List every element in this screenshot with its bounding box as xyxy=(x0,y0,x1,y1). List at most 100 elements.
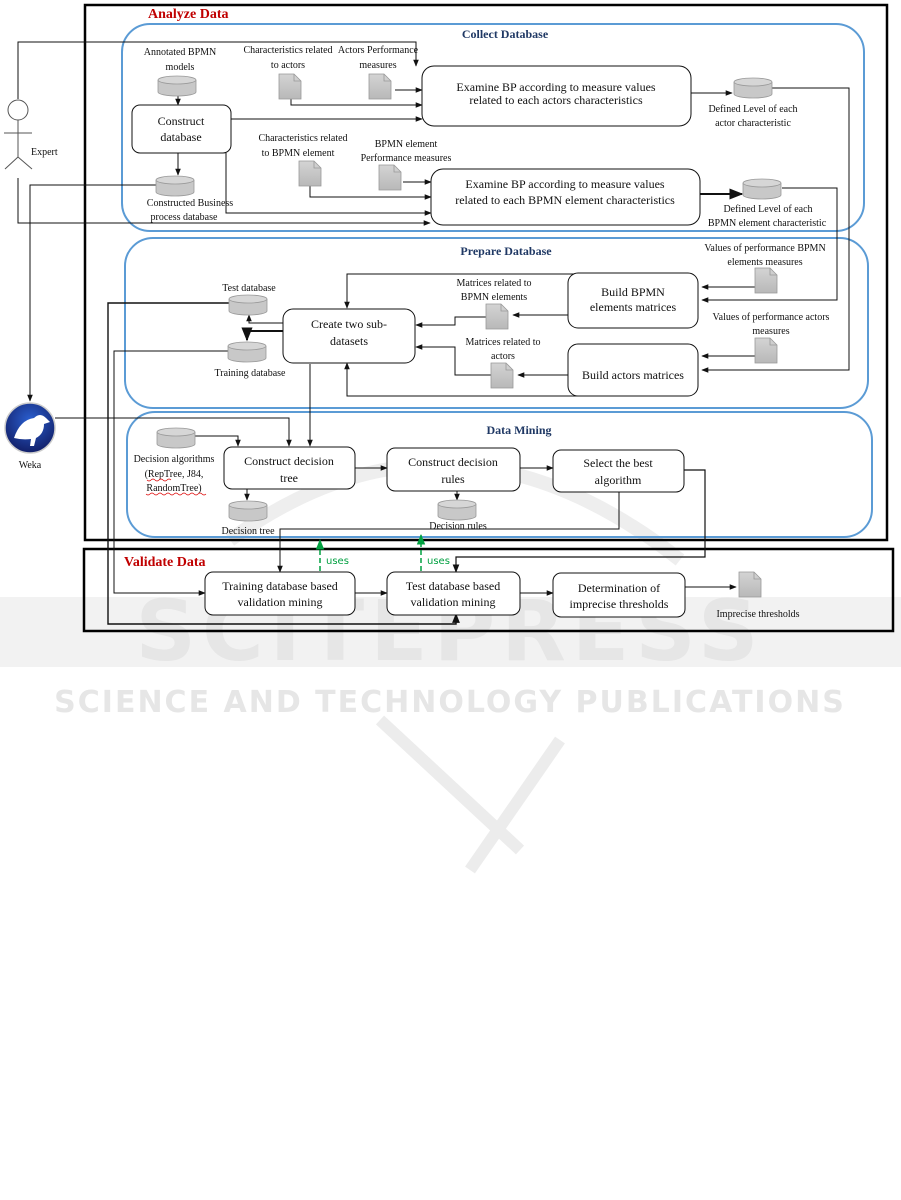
build-actors-matrices-task[interactable]: Build actors matrices xyxy=(567,343,699,397)
database-icon xyxy=(228,500,268,522)
annotated-bpmn-label-2: models xyxy=(166,62,195,73)
bpmn-performance-doc[interactable]: BPMN element Performance measures xyxy=(361,139,452,191)
doc-label: Imprecise thresholds xyxy=(716,609,799,620)
doc-label: BPMN element xyxy=(375,139,438,150)
values-bpmn-doc[interactable]: Values of performance BPMN elements meas… xyxy=(704,243,826,294)
test-database-store[interactable]: Test database xyxy=(222,283,276,316)
construct-database-task[interactable]: Construct database xyxy=(131,104,232,154)
construct-decision-tree-task[interactable]: Construct decision tree xyxy=(223,446,356,490)
task-label: related to each BPMN element characteris… xyxy=(455,193,675,207)
imprecise-thresholds-doc[interactable]: Imprecise thresholds xyxy=(716,571,800,620)
actors-performance-doc[interactable]: Actors Performance measures xyxy=(338,45,419,100)
validate-data-phase xyxy=(82,547,895,633)
database-icon xyxy=(156,427,196,449)
task-label: datasets xyxy=(330,334,368,348)
task-label: elements matrices xyxy=(590,300,677,314)
select-best-algorithm-task[interactable]: Select the best algorithm xyxy=(552,449,685,493)
document-icon xyxy=(485,303,509,330)
task-label: Construct decision xyxy=(408,455,498,469)
create-sub-datasets-task[interactable]: Create two sub- datasets xyxy=(282,308,416,364)
doc-label: Characteristics related xyxy=(258,133,347,144)
task-label: imprecise thresholds xyxy=(570,597,669,611)
watermark-subtitle: SCIENCE AND TECHNOLOGY PUBLICATIONS xyxy=(54,685,846,720)
uses-label: uses xyxy=(326,556,349,567)
task-label: Examine BP according to measure values xyxy=(456,80,655,94)
uses-label: uses xyxy=(427,556,450,567)
task-label: related to each actors characteristics xyxy=(469,93,643,107)
store-label: actor characteristic xyxy=(715,118,791,129)
analyze-data-title: Analyze Data xyxy=(148,7,229,22)
determination-thresholds-task[interactable]: Determination of imprecise thresholds xyxy=(552,572,686,618)
document-icon xyxy=(738,571,762,598)
test-validation-task[interactable]: Test database based validation mining xyxy=(386,571,521,616)
task-label: Training database based xyxy=(222,579,338,593)
expert-actor[interactable]: Expert xyxy=(4,99,58,170)
database-icon xyxy=(155,175,195,197)
doc-label: to actors xyxy=(271,60,305,71)
task-label: Construct decision xyxy=(244,454,334,468)
prepare-database-title: Prepare Database xyxy=(460,244,552,258)
doc-label: BPMN elements xyxy=(461,292,527,303)
construct-decision-rules-task[interactable]: Construct decision rules xyxy=(386,447,521,492)
doc-label: measures xyxy=(752,326,789,337)
document-icon xyxy=(378,164,402,191)
database-icon xyxy=(733,77,773,99)
defined-actor-level-store[interactable]: Defined Level of each actor characterist… xyxy=(708,77,798,129)
defined-bpmn-level-store[interactable]: Defined Level of each BPMN element chara… xyxy=(708,178,827,229)
store-label: RandomTree) xyxy=(146,483,201,494)
store-label: Test database xyxy=(222,283,276,294)
decision-rules-store[interactable]: Decision rules xyxy=(429,499,487,532)
store-label: Decision algorithms xyxy=(134,454,215,465)
collect-database-group xyxy=(121,23,865,232)
matrices-actors-doc[interactable]: Matrices related to actors xyxy=(466,337,541,389)
build-bpmn-matrices-task[interactable]: Build BPMN elements matrices xyxy=(567,272,699,329)
characteristics-bpmn-doc[interactable]: Characteristics related to BPMN element xyxy=(258,133,348,187)
task-label: database xyxy=(160,130,201,144)
training-database-store[interactable]: Training database xyxy=(214,341,286,379)
task-label: validation mining xyxy=(411,595,496,609)
task-label: Select the best xyxy=(583,456,653,470)
database-icon xyxy=(157,75,197,97)
doc-label: Actors Performance xyxy=(338,45,419,56)
store-label: process database xyxy=(151,212,218,223)
stick-figure-icon xyxy=(4,99,33,170)
task-label: Create two sub- xyxy=(311,317,387,331)
store-label: BPMN element characteristic xyxy=(708,218,827,229)
store-label: Decision rules xyxy=(429,521,487,532)
store-label: (RepTree, J84, xyxy=(145,469,204,480)
store-label: Defined Level of each xyxy=(723,204,812,215)
examine-actors-task[interactable]: Examine BP according to measure values r… xyxy=(421,65,692,127)
document-icon xyxy=(754,337,778,364)
expert-label: Expert xyxy=(31,147,58,158)
database-icon xyxy=(437,499,477,521)
task-label: Examine BP according to measure values xyxy=(465,177,664,191)
doc-label: Values of performance BPMN xyxy=(704,243,825,254)
decision-tree-store[interactable]: Decision tree xyxy=(221,500,275,537)
task-label: algorithm xyxy=(595,473,642,487)
store-label: Decision tree xyxy=(221,526,275,537)
document-icon xyxy=(490,362,514,389)
document-icon xyxy=(298,160,322,187)
examine-bpmn-task[interactable]: Examine BP according to measure values r… xyxy=(430,168,701,226)
values-actors-doc[interactable]: Values of performance actors measures xyxy=(713,312,830,364)
doc-label: Values of performance actors xyxy=(713,312,830,323)
doc-label: to BPMN element xyxy=(262,148,335,159)
collect-database-title: Collect Database xyxy=(462,27,549,41)
task-label: validation mining xyxy=(238,595,323,609)
task-label: Build BPMN xyxy=(601,285,665,299)
decision-algorithms-store[interactable]: Decision algorithms (RepTree, J84, Rando… xyxy=(134,427,215,496)
matrices-bpmn-doc[interactable]: Matrices related to BPMN elements xyxy=(457,278,532,330)
store-label: Defined Level of each xyxy=(708,104,797,115)
task-label: Test database based xyxy=(406,579,500,593)
annotated-bpmn-store[interactable]: Annotated BPMN models xyxy=(144,47,217,97)
task-label: rules xyxy=(441,472,465,486)
characteristics-actors-doc[interactable]: Characteristics related to actors xyxy=(243,45,333,100)
analyze-data-phase xyxy=(83,3,889,542)
data-mining-group xyxy=(126,411,873,538)
training-validation-task[interactable]: Training database based validation minin… xyxy=(204,571,356,616)
constructed-bp-database-store[interactable]: Constructed Business process database xyxy=(147,175,233,223)
weka-tool[interactable]: Weka xyxy=(4,402,56,471)
task-label: Determination of xyxy=(578,581,660,595)
document-icon xyxy=(754,267,778,294)
